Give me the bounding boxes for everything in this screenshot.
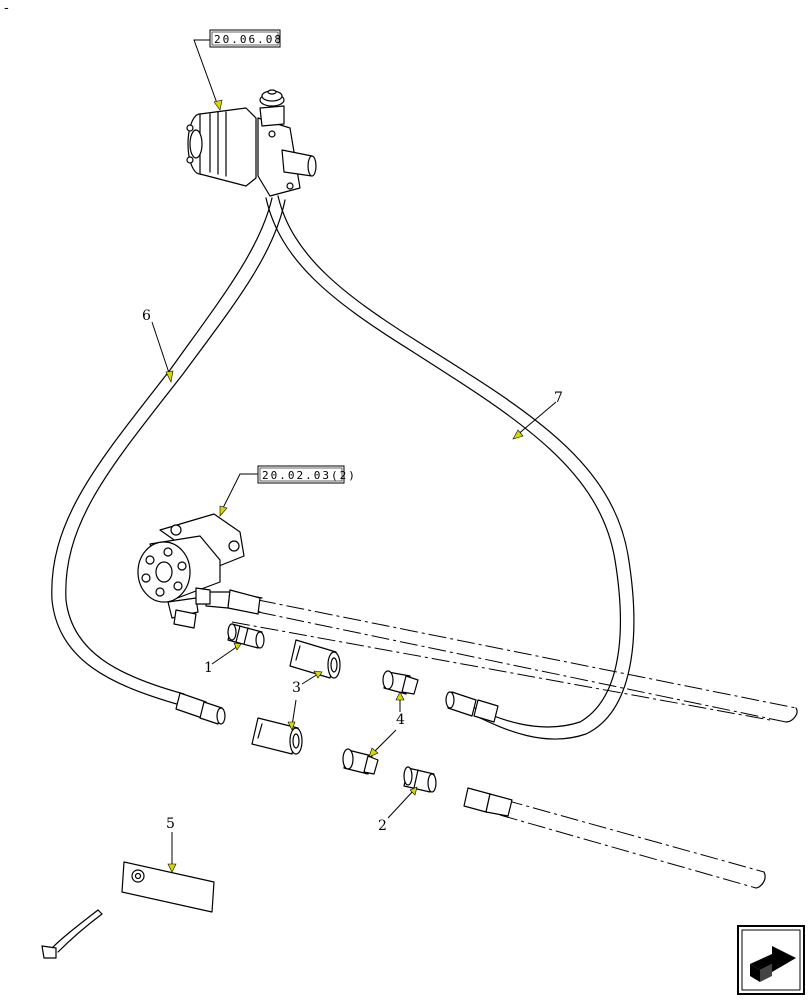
part-3-quick-coupler-b[interactable]: [251, 717, 303, 755]
reference-text-lower: 20.02.03(2): [262, 469, 357, 482]
callout-1: 1: [204, 660, 213, 676]
callout-5: 5: [166, 816, 175, 832]
callout-6: 6: [142, 308, 151, 324]
next-page-arrow-icon[interactable]: [737, 925, 805, 995]
corner-mark: -: [4, 0, 9, 16]
part-3-quick-coupler-a[interactable]: [289, 639, 341, 679]
part-4-coupler-a[interactable]: [382, 670, 419, 695]
hose-6[interactable]: [51, 197, 286, 725]
reference-box-upper-motor[interactable]: 20.06.08: [209, 29, 283, 48]
leader-lines: [151, 39, 557, 873]
upper-hydraulic-motor[interactable]: [186, 89, 317, 197]
hose-7-end-fitting: [445, 691, 499, 723]
callout-3: 3: [292, 680, 301, 696]
callout-4: 4: [396, 712, 405, 728]
lower-hydraulic-motor[interactable]: [137, 513, 245, 629]
continuation-lines: [205, 589, 798, 889]
hose-7[interactable]: [265, 195, 635, 740]
callout-7: 7: [554, 390, 563, 406]
hose-6-end-fitting: [175, 692, 226, 725]
callout-2: 2: [378, 818, 387, 834]
part-1-adapter-fitting[interactable]: [227, 623, 265, 649]
part-4-coupler-b[interactable]: [342, 748, 379, 775]
part-2-adapter-fitting[interactable]: [403, 766, 437, 793]
reference-text-upper: 20.06.08: [214, 33, 283, 46]
reference-box-lower-motor[interactable]: 20.02.03(2): [257, 465, 357, 484]
cable-tie[interactable]: [41, 909, 103, 959]
part-5-decal[interactable]: [121, 861, 215, 913]
